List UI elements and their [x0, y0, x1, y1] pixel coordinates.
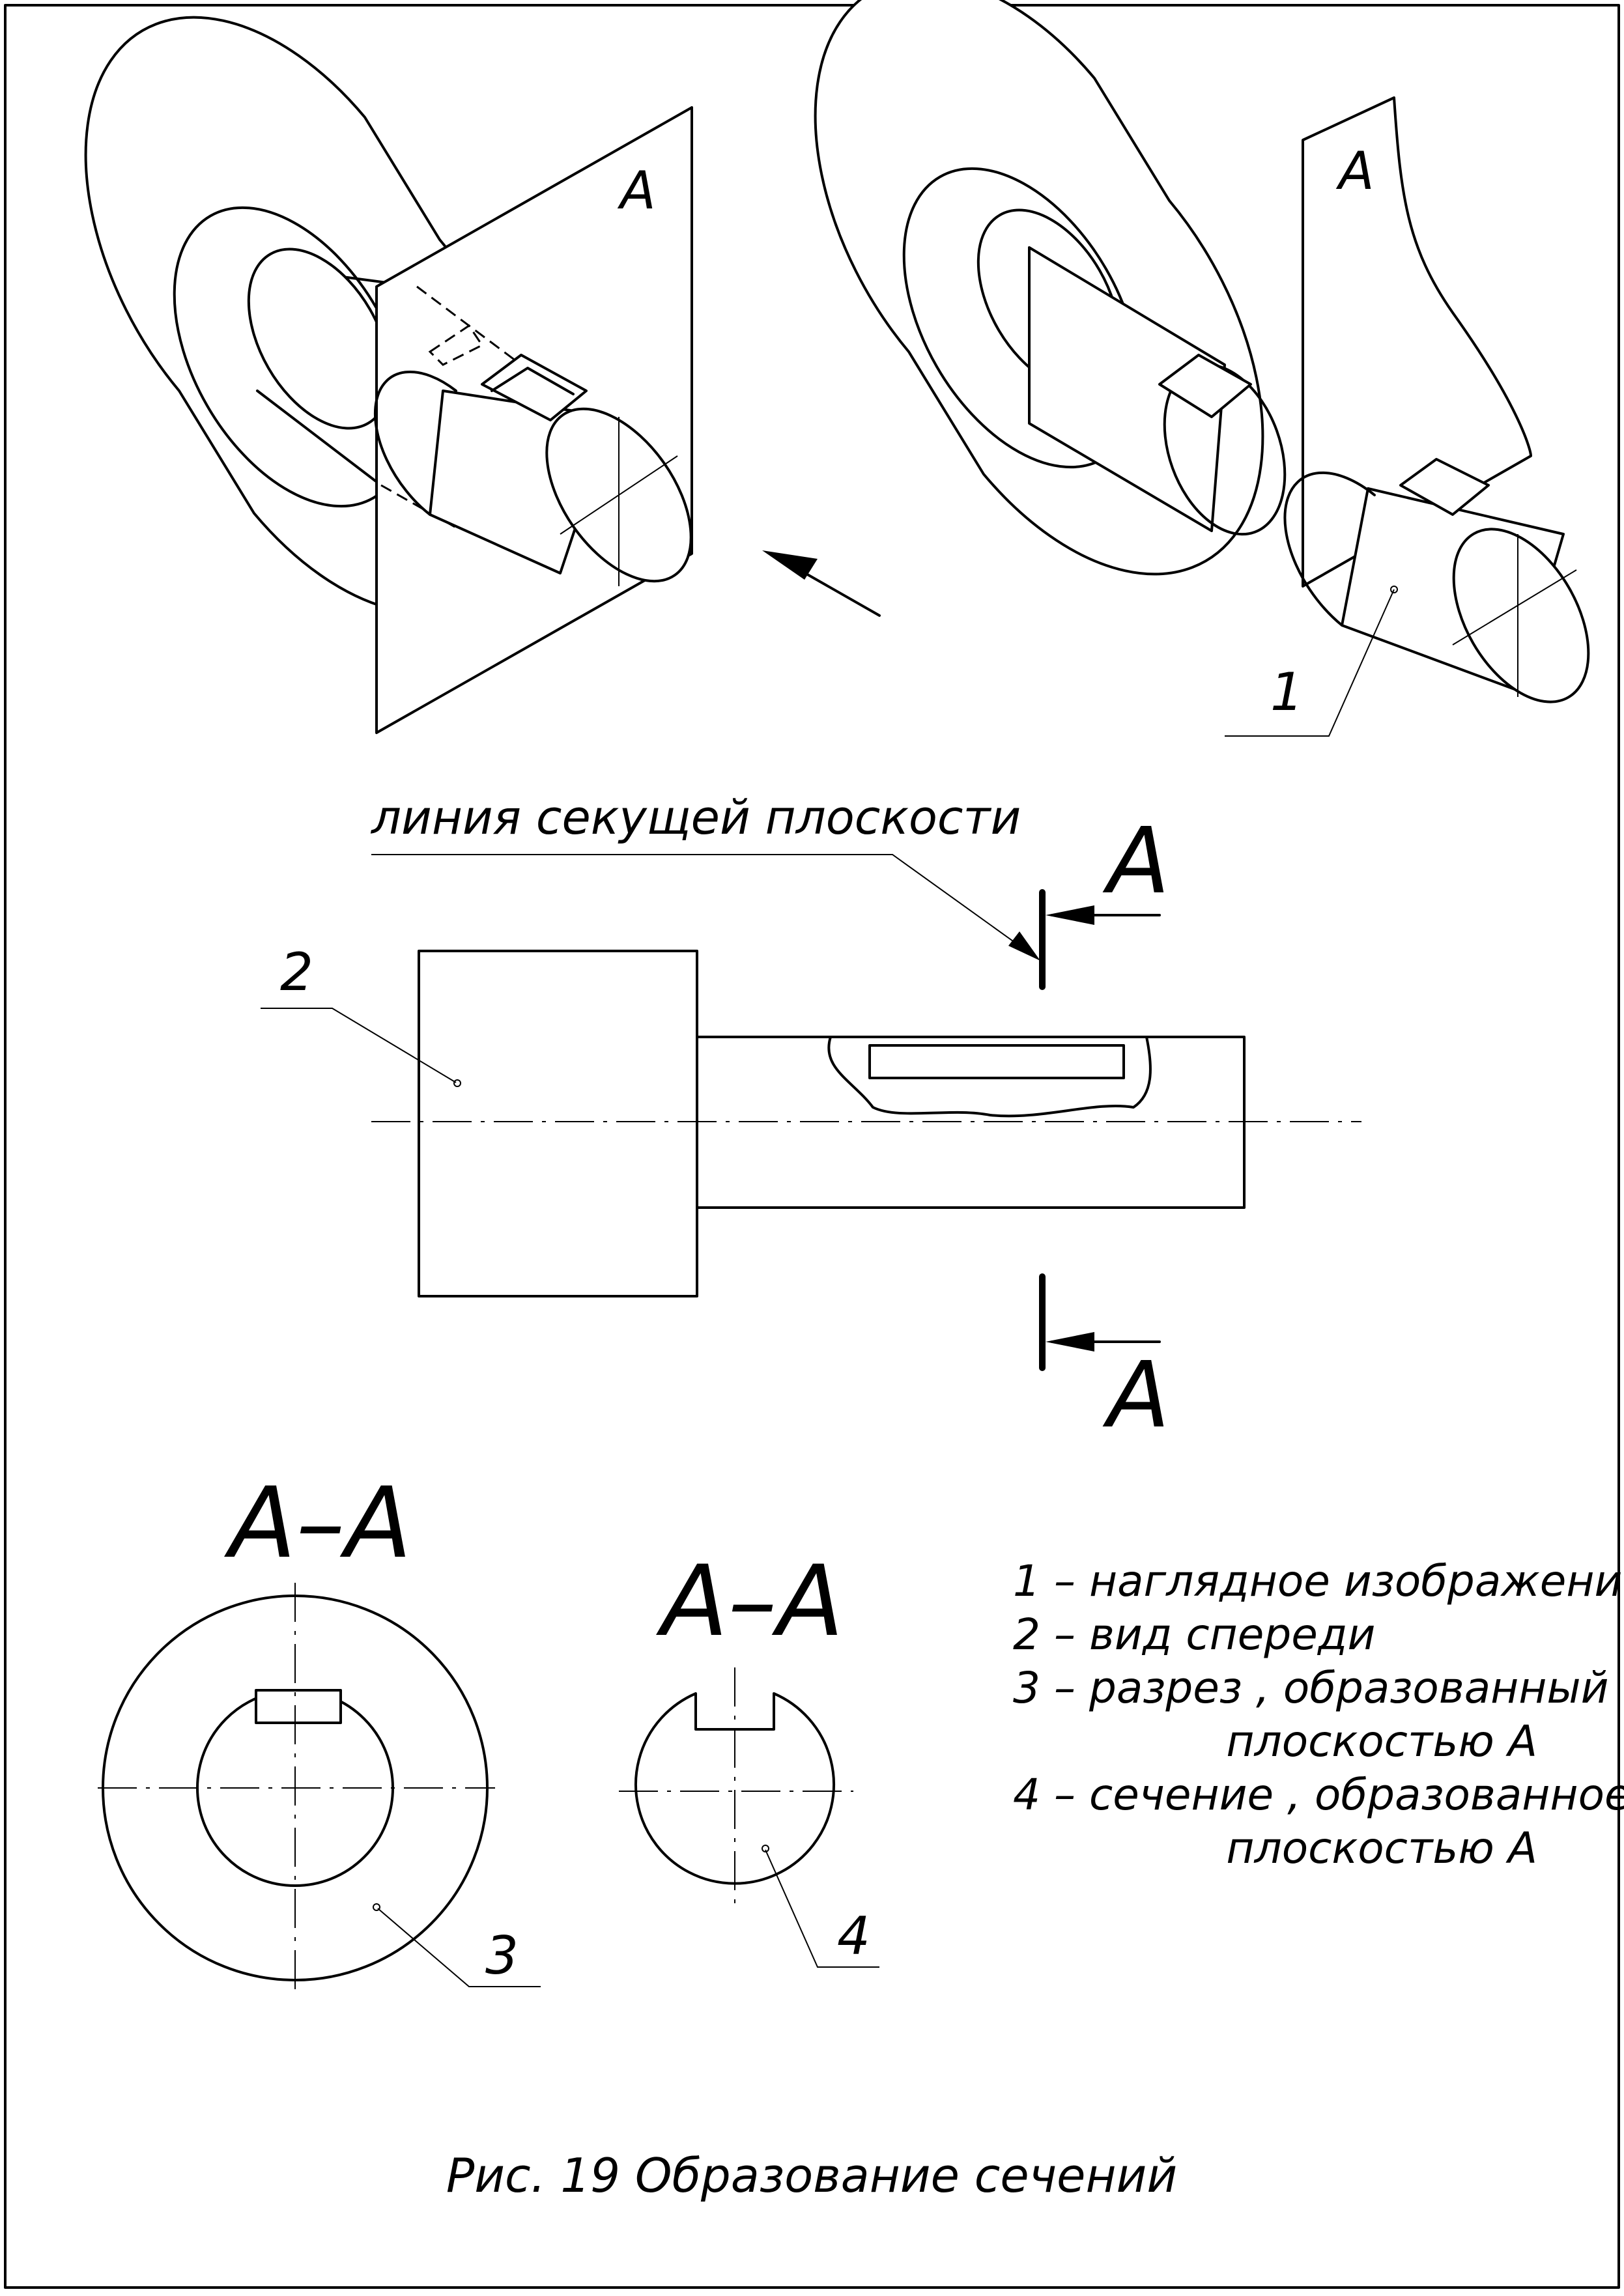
cut-mark-label-top: A [1102, 808, 1170, 914]
cutting-line-caption: линия секущей плоскости [370, 790, 1021, 845]
front-view-large-cylinder [418, 950, 698, 1297]
legend-item-3-cont: плоскостью A [1226, 1716, 1537, 1766]
legend-item-4-cont: плоскостью A [1226, 1823, 1537, 1873]
leader-line-4 [765, 1849, 879, 1968]
isometric-view-left [84, 16, 693, 734]
section-title-right: A–A [656, 1545, 844, 1658]
section-view-4 [619, 1667, 853, 1912]
leader-label-4: 4 [837, 1906, 870, 1966]
isometric-view-right [814, 0, 1590, 703]
sheet-frame [4, 4, 1620, 2289]
leader-label-3: 3 [485, 1925, 519, 1986]
legend-item-3: 3 – разрез , образованный [1013, 1663, 1608, 1713]
leader-line-3 [377, 1908, 541, 1987]
legend-item-2: 2 – вид спереди [1013, 1609, 1375, 1660]
section-title-left: A–A [224, 1467, 412, 1580]
plane-label-a-left: A [617, 160, 656, 221]
cutting-plane-right [1302, 96, 1532, 588]
legend-item-4: 4 – сечение , образованное [1013, 1770, 1624, 1820]
figure-caption: Рис. 19 Образование сечений [446, 2148, 1177, 2203]
leader-label-2: 2 [280, 942, 313, 1002]
leader-line-1 [1225, 589, 1395, 737]
direction-arrow [762, 550, 881, 617]
legend: 1 – наглядное изображение 2 – вид сперед… [1013, 1556, 1624, 1873]
legend-item-1: 1 – наглядное изображение [1013, 1556, 1624, 1606]
leader-label-1: 1 [1270, 662, 1303, 722]
leader-line-2 [261, 1008, 457, 1083]
cutting-line-leader [371, 854, 1036, 958]
section-view-3 [98, 1583, 495, 1993]
section-4-hatched [634, 1692, 835, 1885]
local-cut-hatched [827, 1036, 1152, 1118]
cut-mark-label-bottom: A [1102, 1342, 1170, 1449]
plane-label-a-right: A [1335, 141, 1375, 201]
